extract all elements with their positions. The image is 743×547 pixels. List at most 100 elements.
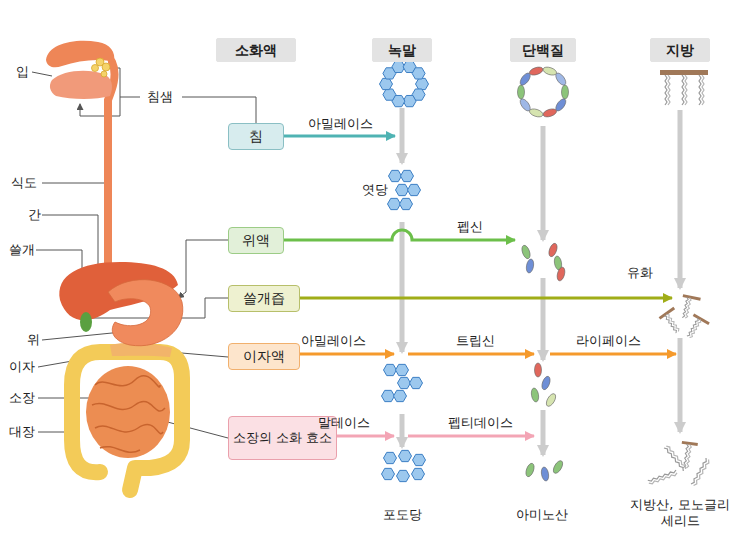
amino-acid <box>542 66 557 77</box>
amino-acid <box>540 375 551 391</box>
digestive-juice-box: 위액 <box>228 227 284 254</box>
pathway-arrows <box>402 108 680 455</box>
glucose-hexagon <box>398 377 411 388</box>
column-header: 소화액 <box>216 38 296 62</box>
glucose-hexagon <box>384 452 397 463</box>
amino-acid <box>535 363 542 377</box>
fold-line <box>92 401 165 411</box>
fat-droplet <box>659 307 687 336</box>
box-text: 소장의 소화 효소 <box>233 430 332 446</box>
enzyme-label: 트립신 <box>456 333 495 349</box>
enzyme-arrow <box>284 135 395 138</box>
enzyme-arrow <box>300 297 672 300</box>
fatty-acid <box>648 470 678 485</box>
amino-acid <box>528 66 543 77</box>
leader-line <box>42 215 98 268</box>
glucose-hexagon <box>388 198 401 209</box>
leader-line <box>42 183 104 184</box>
fold-line <box>100 447 140 453</box>
starch-molecules <box>380 61 429 481</box>
pathway-arrow <box>400 222 405 352</box>
organ-label: 식도 <box>11 175 37 191</box>
fatty-acid-tail <box>687 318 702 339</box>
column-header: 지방 <box>650 38 710 62</box>
box-text: 녹말 <box>388 42 416 59</box>
digestive-system <box>46 41 183 490</box>
leader-line <box>178 240 228 298</box>
organ-label: 간 <box>28 207 41 223</box>
glucose-hexagon <box>397 470 410 481</box>
glucose-hexagon <box>408 184 421 195</box>
glucose-hexagon <box>396 364 409 375</box>
glucose-hexagon <box>394 390 407 401</box>
digestive-juice-box: 이자액 <box>228 343 300 370</box>
column-header: 단백질 <box>510 38 576 62</box>
product-label: 지방산, 모노글리세리드 <box>624 497 736 528</box>
amino-acid <box>540 466 549 481</box>
fatty-acid <box>664 445 687 471</box>
leader-line <box>160 420 228 438</box>
glucose-hexagon <box>396 184 409 195</box>
column-header: 녹말 <box>372 38 432 62</box>
pathway-arrow <box>400 414 405 447</box>
leader-line <box>182 97 256 123</box>
fat-droplet <box>683 314 710 343</box>
pathway-arrow <box>678 110 683 288</box>
enzyme-label: 펩신 <box>457 219 483 235</box>
enzyme-label: 말테이스 <box>318 415 370 431</box>
monoglyceride <box>678 441 698 469</box>
box-text: 단백질 <box>522 42 564 59</box>
organ-label: 이자 <box>9 359 35 375</box>
pathway-arrow <box>678 338 683 432</box>
organ-label: 소장 <box>9 390 35 406</box>
fatty-acid-tail <box>699 75 704 105</box>
amino-acid <box>530 387 539 402</box>
large-intestine <box>72 352 182 490</box>
pathway-arrow <box>541 410 546 455</box>
gallbladder <box>80 312 92 332</box>
glucose-hexagon <box>382 468 395 479</box>
glucose-hexagon <box>412 68 425 79</box>
pathway-arrow <box>400 108 405 163</box>
enzyme-label: 라이페이스 <box>576 333 641 349</box>
pathway-arrow <box>541 278 546 360</box>
organ-label: 침샘 <box>147 89 173 105</box>
glucose-hexagon <box>413 454 426 465</box>
amino-acid <box>542 107 557 118</box>
glucose-hexagon <box>399 450 412 461</box>
intestine-folds <box>92 376 165 453</box>
enzyme-arrow <box>408 435 534 438</box>
digestive-juice-box: 침 <box>228 123 284 150</box>
fatty-acid-tail <box>682 297 691 319</box>
glucose-hexagon <box>384 364 397 375</box>
fat-molecules <box>648 70 711 486</box>
amino-acid <box>551 459 564 475</box>
product-label: 포도당 <box>383 507 422 523</box>
fatty-acid <box>691 458 710 486</box>
protein-molecules <box>518 66 569 482</box>
glucose-hexagon <box>410 377 423 388</box>
small-intestine <box>86 366 170 458</box>
box-text: 위액 <box>242 232 270 249</box>
glucose-hexagon <box>383 89 396 100</box>
fold-line <box>95 376 160 387</box>
organ-label: 대장 <box>9 424 35 440</box>
enzyme-label: 아밀레이스 <box>308 116 373 132</box>
pathway-arrow <box>541 126 546 240</box>
glycerol-bar <box>693 314 710 326</box>
digestive-juice-box: 쓸개즙 <box>228 285 300 312</box>
glucose-hexagon <box>416 78 429 89</box>
amino-acid <box>554 71 568 86</box>
enzyme-arrow <box>408 353 534 356</box>
tongue <box>50 71 112 99</box>
leader-line <box>42 332 122 340</box>
box-text: 지방 <box>666 42 694 59</box>
enzyme-label: 펩티데이스 <box>448 415 513 431</box>
process-label: 유화 <box>627 265 653 281</box>
organ-label: 쓸개 <box>9 242 35 258</box>
glucose-hexagon <box>389 170 402 181</box>
stomach <box>108 280 183 346</box>
glycerol-bar <box>660 70 708 75</box>
enzyme-arrow <box>300 353 394 356</box>
